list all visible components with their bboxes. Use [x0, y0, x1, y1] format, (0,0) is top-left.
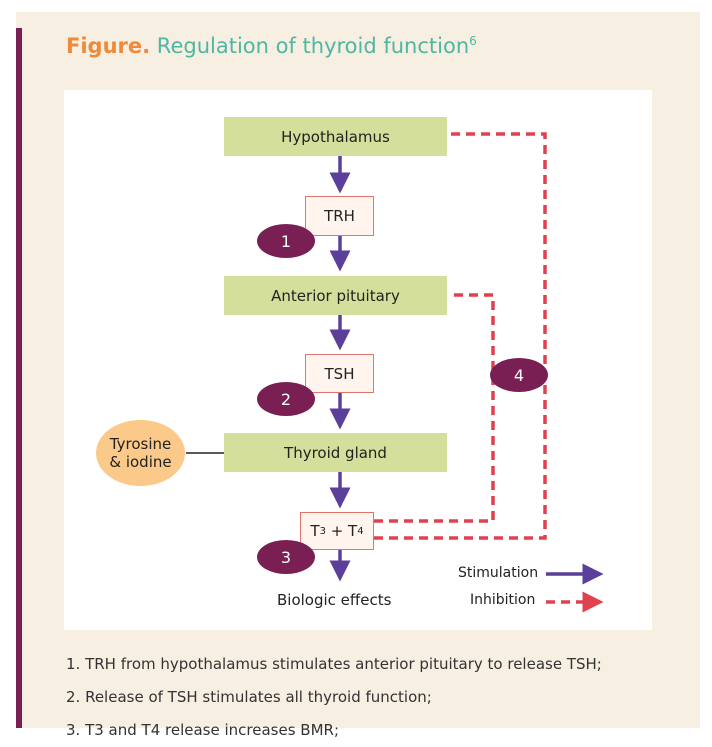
legend-inhibition-label: Inhibition: [470, 592, 536, 608]
t3-subscript: 3: [319, 525, 326, 537]
anterior-pituitary-box: Anterior pituitary: [224, 276, 447, 315]
note-item: 3. T3 and T4 release increases BMR;: [66, 721, 339, 739]
figure-title: Figure. Regulation of thyroid function6: [66, 34, 477, 58]
legend-stimulation-label: Stimulation: [458, 565, 539, 581]
t4-subscript: 4: [357, 525, 364, 537]
tsh-box: TSH: [305, 354, 374, 393]
tyrosine-iodine-source: Tyrosine & iodine: [96, 420, 185, 486]
t3-label: T: [310, 522, 320, 540]
t4-label: T: [348, 522, 358, 540]
tyrosine-line1: Tyrosine: [109, 435, 172, 453]
step-badge-4: 4: [490, 358, 548, 392]
accent-bar: [16, 28, 22, 728]
step-badge-3: 3: [257, 540, 315, 574]
figure-title-text: Regulation of thyroid function: [156, 34, 470, 58]
hypothalamus-box: Hypothalamus: [224, 117, 447, 156]
figure-title-ref: 6: [469, 34, 477, 48]
inhibition-loop-pituitary: [374, 293, 495, 523]
note-item: 2. Release of TSH stimulates all thyroid…: [66, 688, 432, 706]
figure-title-lead: Figure.: [66, 34, 151, 58]
thyroid-gland-box: Thyroid gland: [224, 433, 447, 472]
plus-sign: +: [325, 522, 349, 540]
notes-list: 1. TRH from hypothalamus stimulates ante…: [66, 648, 602, 747]
step-badge-1: 1: [257, 224, 315, 258]
biologic-effects-label: Biologic effects: [277, 591, 392, 609]
tyrosine-line2: & iodine: [109, 453, 172, 471]
trh-box: TRH: [305, 196, 374, 236]
connector-lines: [186, 132, 604, 613]
step-badge-2: 2: [257, 382, 315, 416]
inhibition-loop-hypothalamus: [374, 132, 547, 540]
note-item: 1. TRH from hypothalamus stimulates ante…: [66, 655, 602, 673]
